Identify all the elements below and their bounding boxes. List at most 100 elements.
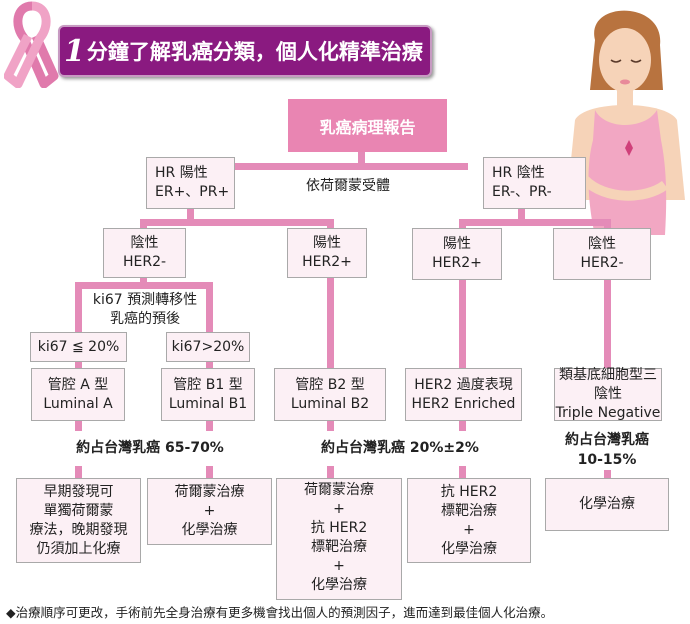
- treatment-line: 仍須加上化療: [36, 541, 121, 557]
- connector-line: [75, 360, 82, 370]
- treatment-line: 化學治療: [579, 496, 635, 512]
- connector-line: [327, 276, 334, 370]
- connector-line: [75, 282, 82, 334]
- hr-positive-node: HR 陽性 ER+、PR+: [146, 157, 235, 209]
- subtype-zh: 管腔 A 型: [47, 376, 109, 393]
- connector-line: [518, 207, 525, 225]
- her2-status: 陰性: [130, 235, 159, 251]
- treatment-line: +: [463, 522, 475, 538]
- subtype-zh: 管腔 B1 型: [173, 376, 243, 393]
- subtype-zh: HER2 過度表現: [414, 376, 513, 393]
- treatment-line: +: [333, 558, 345, 574]
- connector-line: [206, 419, 213, 431]
- hr-negative-node: HR 陰性 ER-、PR-: [483, 157, 586, 209]
- her2-status: 陰性: [588, 236, 616, 252]
- treatment-line: 療法，晚期發現: [29, 522, 128, 538]
- title-text: 分鐘了解乳癌分類，個人化精準治療: [86, 40, 423, 64]
- treatment-line: 抗 HER2: [310, 520, 368, 536]
- treatment-line: +: [333, 501, 345, 517]
- subtype-luminal-a: 管腔 A 型 Luminal A: [31, 368, 125, 421]
- treatment-line: 早期發現可: [43, 484, 114, 500]
- connector-line: [140, 219, 147, 231]
- treatment-line: +: [203, 503, 216, 519]
- connector-line: [140, 276, 147, 286]
- connector-line: [75, 419, 82, 431]
- prevalence-line1: 約占台灣乳癌: [565, 432, 649, 448]
- hr-positive-line2: ER+、PR+: [155, 184, 230, 200]
- subtype-luminal-b2: 管腔 B2 型 Luminal B2: [274, 368, 386, 421]
- ki67-label-line2: 乳癌的預後: [110, 311, 180, 327]
- treatment-luminal-b1: 荷爾蒙治療 + 化學治療: [147, 478, 272, 545]
- her2-label: HER2-: [580, 255, 624, 271]
- her2-node: 陰性 HER2-: [103, 228, 186, 278]
- connector-line: [327, 419, 334, 431]
- her2-node: 陰性 HER2-: [553, 228, 651, 280]
- subtype-en: Luminal B2: [290, 395, 370, 412]
- treatment-her2-enriched: 抗 HER2 標靶治療 + 化學治療: [407, 478, 531, 563]
- title-number: 1: [64, 33, 85, 69]
- subtype-zh: 類基底細胞型三陰性: [559, 367, 657, 402]
- her2-label: HER2-: [122, 254, 167, 270]
- ki67-label-line1: ki67 預測轉移性: [92, 292, 198, 308]
- treatment-line: 抗 HER2: [440, 484, 498, 500]
- her2-label: HER2+: [302, 254, 352, 270]
- treatment-line: 標靶治療: [441, 503, 497, 519]
- subtype-luminal-b1: 管腔 B1 型 Luminal B1: [161, 368, 255, 421]
- connector-line: [459, 219, 466, 231]
- connector-line: [327, 466, 334, 480]
- subtype-en: HER2 Enriched: [411, 395, 516, 412]
- subtype-her2-enriched: HER2 過度表現 HER2 Enriched: [405, 368, 522, 421]
- connector-line: [206, 282, 213, 334]
- branch-label: 依荷爾蒙受體: [306, 178, 390, 194]
- treatment-line: 標靶治療: [311, 539, 367, 555]
- connector-line: [206, 466, 213, 480]
- treatment-line: 荷爾蒙治療: [174, 484, 245, 500]
- treatment-triple-negative: 化學治療: [545, 478, 669, 531]
- connector-line: [206, 360, 213, 370]
- treatment-luminal-b2: 荷爾蒙治療 + 抗 HER2 標靶治療 + 化學治療: [276, 478, 402, 600]
- hr-negative-line1: HR 陰性: [492, 165, 545, 181]
- footer-note: ◆治療順序可更改，手術前先全身治療有更多機會找出個人的預測因子，進而達到最佳個人…: [6, 605, 554, 620]
- her2-node: 陽性 HER2+: [287, 228, 367, 278]
- prevalence-her2: 約占台灣乳癌 20%±2%: [321, 440, 479, 456]
- ki67-low-node: ki67 ≦ 20%: [30, 332, 127, 362]
- title-banner: 1 分鐘了解乳癌分類，個人化精準治療: [58, 25, 432, 77]
- subtype-en: Luminal B1: [168, 395, 248, 412]
- treatment-line: 化學治療: [311, 577, 367, 593]
- her2-status: 陽性: [313, 235, 341, 251]
- subtype-en: Luminal A: [43, 395, 113, 412]
- her2-label: HER2+: [432, 255, 482, 271]
- treatment-line: 化學治療: [181, 522, 238, 538]
- connector-line: [232, 163, 468, 170]
- hr-positive-line1: HR 陽性: [155, 165, 208, 181]
- treatment-line: 荷爾蒙治療: [304, 482, 374, 498]
- pathology-report-node: 乳癌病理報告: [288, 99, 447, 152]
- connector-line: [75, 282, 213, 289]
- connector-line: [459, 466, 466, 480]
- connector-line: [604, 470, 611, 480]
- connector-line: [604, 219, 611, 231]
- subtype-triple-negative: 類基底細胞型三陰性 Triple Negative: [554, 367, 662, 421]
- subtype-en: Triple Negative: [555, 405, 661, 421]
- connector-line: [187, 207, 194, 225]
- prevalence-triple-negative: 約占台灣乳癌 10-15%: [537, 430, 677, 470]
- connector-line: [604, 278, 611, 370]
- connector-line: [459, 278, 466, 370]
- connector-line: [459, 219, 611, 226]
- hr-negative-line2: ER-、PR-: [492, 184, 552, 200]
- pink-ribbon-icon: [4, 1, 59, 88]
- ki67-high-node: ki67>20%: [166, 332, 250, 362]
- ki67-label: ki67 預測轉移性 乳癌的預後: [84, 291, 206, 329]
- connector-line: [75, 466, 82, 480]
- prevalence-luminal: 約占台灣乳癌 65-70%: [76, 440, 224, 456]
- her2-status: 陽性: [443, 236, 471, 252]
- prevalence-line2: 10-15%: [577, 452, 637, 468]
- connector-line: [358, 150, 365, 168]
- subtype-zh: 管腔 B2 型: [295, 376, 365, 393]
- connector-line: [140, 219, 332, 226]
- treatment-line: 單獨荷爾蒙: [43, 503, 114, 519]
- woman-illustration: [567, 10, 685, 235]
- treatment-line: 化學治療: [441, 541, 497, 557]
- her2-node: 陽性 HER2+: [412, 228, 502, 280]
